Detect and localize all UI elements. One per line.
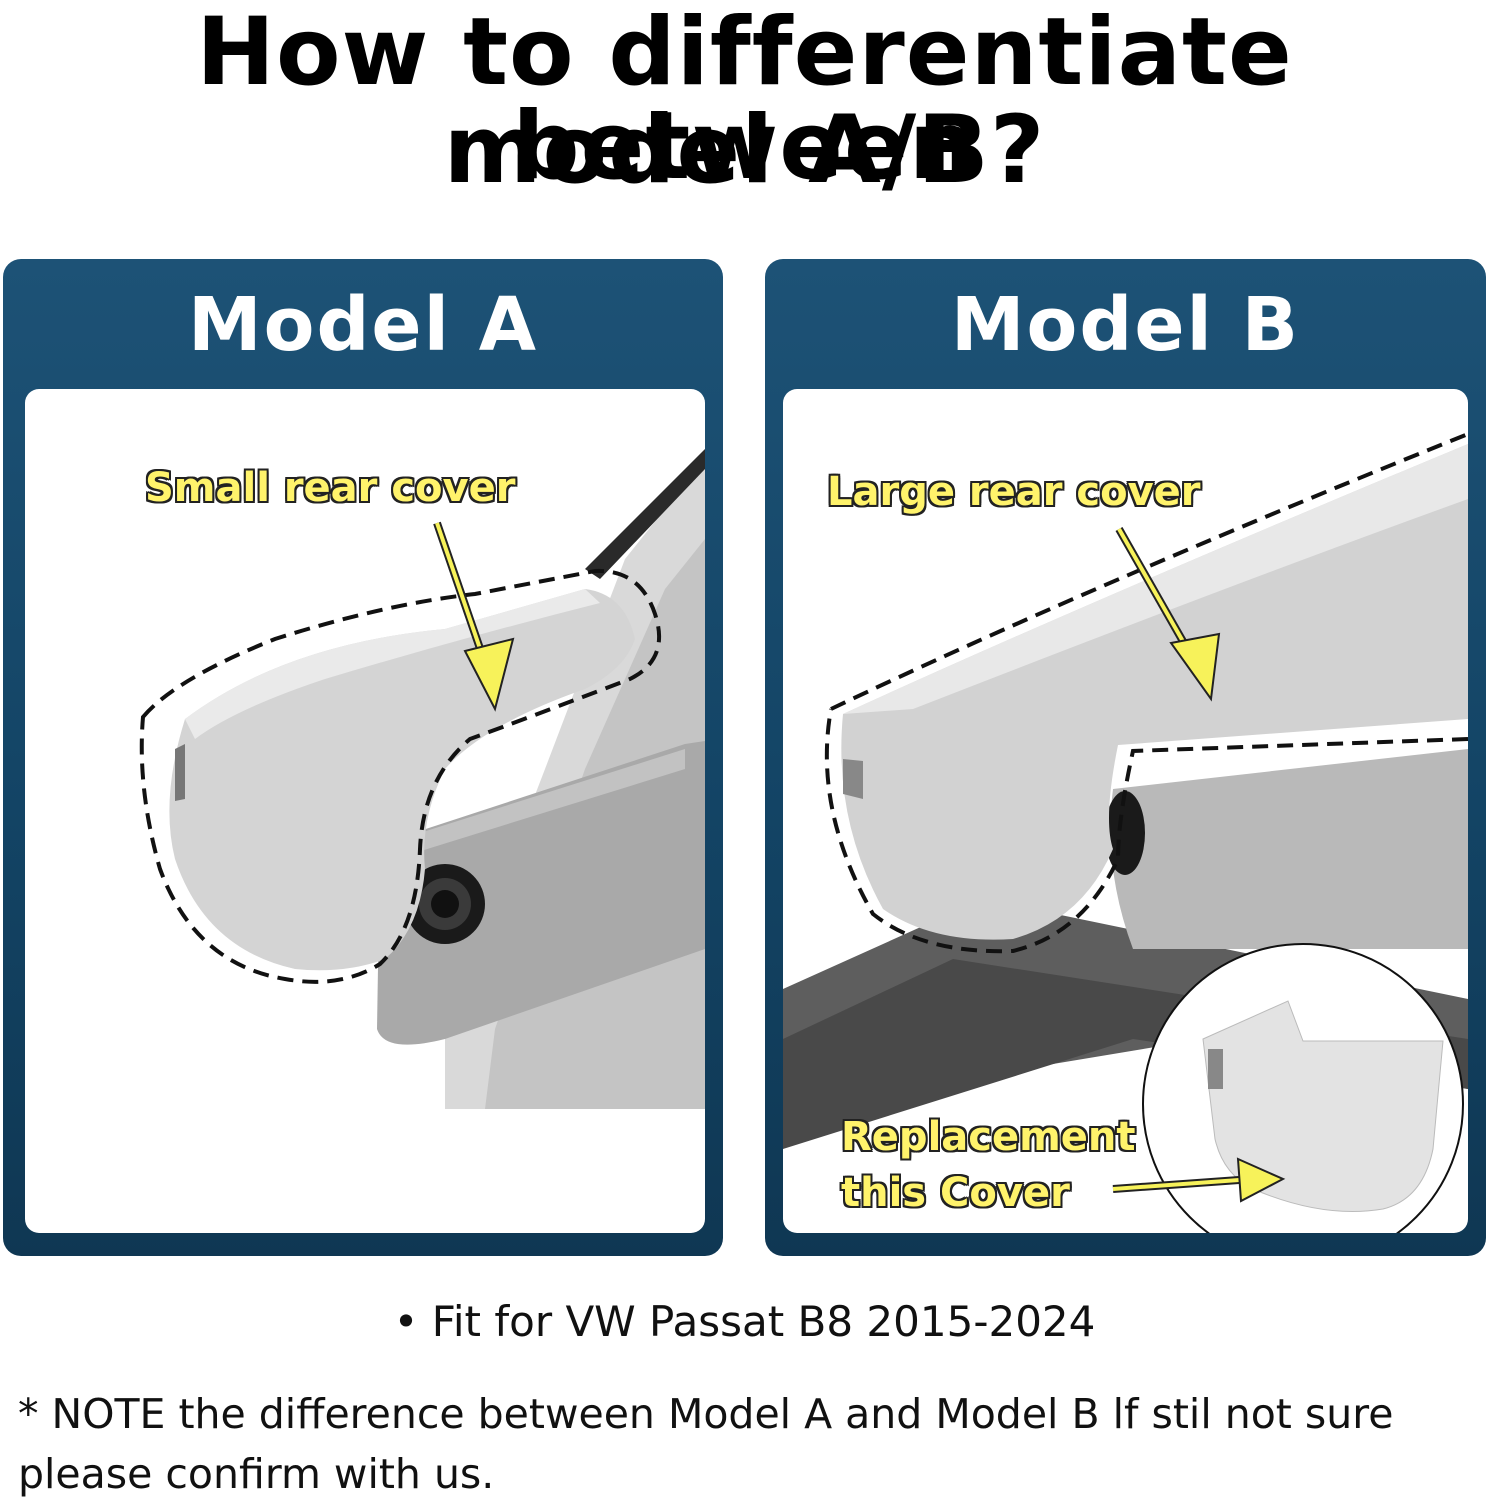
page-title-line-2: model A/B?: [443, 96, 1046, 205]
model-b-image-card: Large rear cover Replacement this Cover: [783, 389, 1468, 1233]
model-b-product-illustration: [783, 432, 1468, 1233]
replacement-callout-line-2: this Cover: [841, 1170, 1070, 1216]
note-text: * NOTE the difference between Model A an…: [18, 1390, 1394, 1498]
replacement-cover-callout: Replacement this Cover: [841, 1109, 1136, 1221]
fit-compatibility-text: • Fit for VW Passat B8 2015-2024: [393, 1297, 1096, 1346]
large-rear-cover-callout: Large rear cover: [827, 469, 1201, 515]
model-b-title: Model B: [950, 282, 1301, 368]
model-a-product-illustration: [139, 449, 705, 1109]
page-title-line-1: How to differentiate between: [196, 0, 1293, 201]
model-a-title: Model A: [187, 282, 539, 368]
model-b-panel: Model B: [765, 259, 1486, 1256]
model-a-panel: Model A Small rear cover: [3, 259, 723, 1256]
model-a-image-card: Small rear cover: [25, 389, 705, 1233]
replacement-callout-line-1: Replacement: [841, 1114, 1136, 1160]
small-rear-cover-callout: Small rear cover: [145, 465, 516, 511]
